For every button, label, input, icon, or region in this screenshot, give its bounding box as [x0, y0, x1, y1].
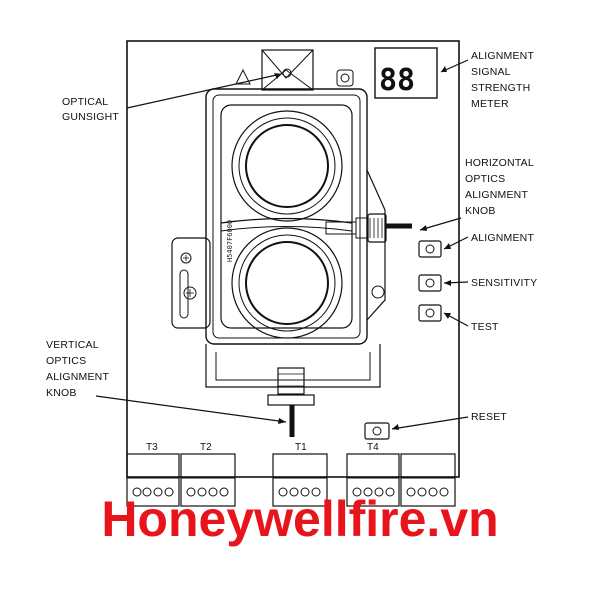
optics-module	[205, 49, 386, 388]
serial-number: H5407F6000	[226, 220, 234, 262]
svg-text:OPTICS: OPTICS	[465, 173, 505, 185]
svg-text:ALIGNMENT: ALIGNMENT	[46, 371, 109, 383]
svg-text:OPTICAL: OPTICAL	[62, 96, 108, 108]
terminal-label-t3: T3	[146, 442, 158, 453]
svg-text:HORIZONTAL: HORIZONTAL	[465, 157, 534, 169]
label-alignment-button: ALIGNMENT	[471, 232, 534, 244]
label-sensitivity-button: SENSITIVITY	[471, 277, 537, 289]
svg-text:METER: METER	[471, 98, 509, 110]
sensitivity-button[interactable]	[418, 274, 442, 292]
label-horizontal-knob: HORIZONTAL OPTICS ALIGNMENT KNOB	[465, 157, 534, 217]
terminal-block-t1	[272, 453, 328, 507]
svg-text:OPTICS: OPTICS	[46, 355, 86, 367]
terminal-block-t4	[346, 453, 400, 507]
reset-button[interactable]	[364, 422, 390, 440]
label-vertical-knob: VERTICAL OPTICS ALIGNMENT KNOB	[46, 339, 109, 399]
terminal-block-spare	[400, 453, 456, 507]
svg-text:ALIGNMENT: ALIGNMENT	[471, 50, 534, 62]
upper-lens	[231, 110, 343, 222]
detector-housing	[126, 40, 460, 478]
horizontal-optics-knob[interactable]	[325, 213, 412, 243]
terminal-label-t1: T1	[295, 442, 307, 453]
label-optical-gunsight: OPTICAL GUNSIGHT	[62, 96, 119, 123]
label-test-button: TEST	[471, 321, 499, 333]
vertical-optics-knob[interactable]	[267, 367, 315, 437]
leader-lines	[95, 59, 469, 430]
lower-lens	[231, 227, 343, 339]
terminal-block-t3	[126, 453, 180, 507]
svg-text:VERTICAL: VERTICAL	[46, 339, 99, 351]
meter-readout: 88	[379, 63, 415, 98]
test-button[interactable]	[418, 304, 442, 322]
label-reset-button: RESET	[471, 411, 507, 423]
terminal-label-t4: T4	[367, 442, 379, 453]
svg-text:KNOB: KNOB	[465, 205, 496, 217]
svg-text:ALIGNMENT: ALIGNMENT	[465, 189, 528, 201]
watermark: Honeywellfire.vn	[101, 491, 498, 547]
left-mounting-bracket	[171, 237, 211, 329]
label-alignment-meter: ALIGNMENT SIGNAL STRENGTH METER	[471, 50, 534, 110]
svg-text:KNOB: KNOB	[46, 387, 77, 399]
terminal-label-t2: T2	[200, 442, 212, 453]
alignment-button[interactable]	[418, 240, 442, 258]
svg-text:STRENGTH: STRENGTH	[471, 82, 530, 94]
svg-text:GUNSIGHT: GUNSIGHT	[62, 111, 119, 123]
alignment-signal-meter: 88	[374, 47, 438, 99]
svg-text:SIGNAL: SIGNAL	[471, 66, 511, 78]
terminal-block-t2	[180, 453, 236, 507]
